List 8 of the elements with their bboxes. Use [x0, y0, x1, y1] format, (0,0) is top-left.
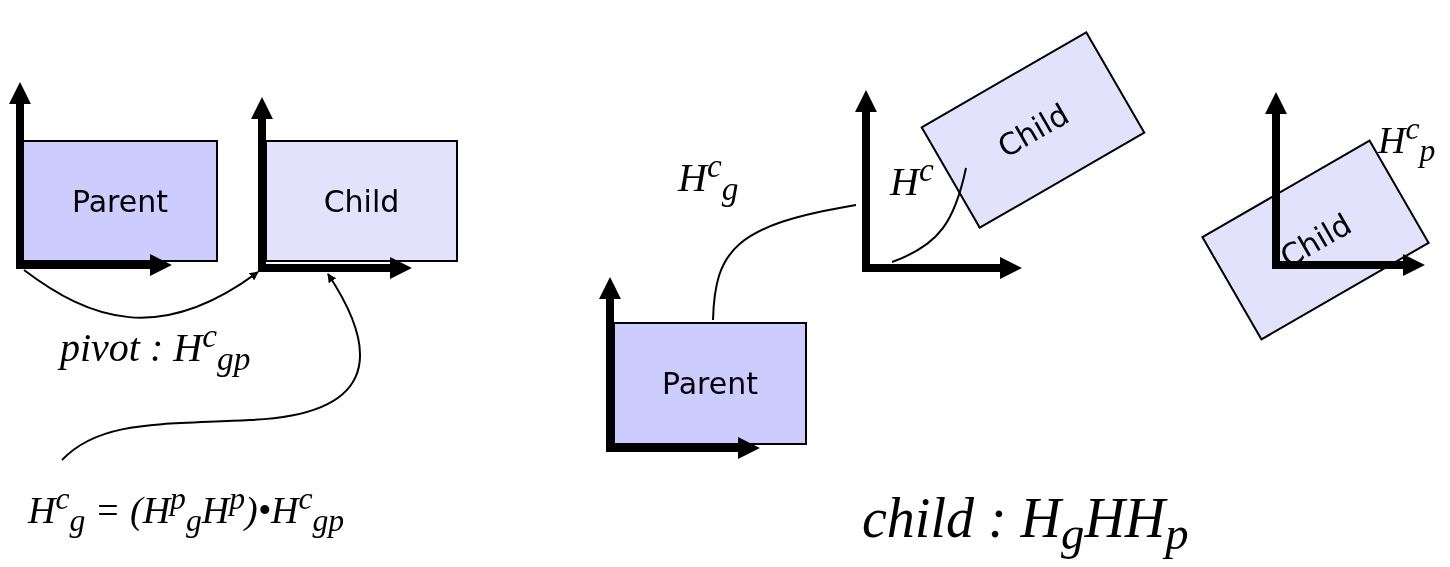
equation-text: child : H$_{g}$HH$_{p}$ [862, 488, 1189, 560]
child-box: Child [265, 140, 458, 262]
parent-box: Parent [613, 322, 807, 445]
connector-line [712, 204, 857, 321]
arrow [23, 269, 259, 319]
parent-box: Parent [22, 140, 218, 262]
connector-line [891, 167, 967, 263]
arrow [61, 273, 361, 461]
